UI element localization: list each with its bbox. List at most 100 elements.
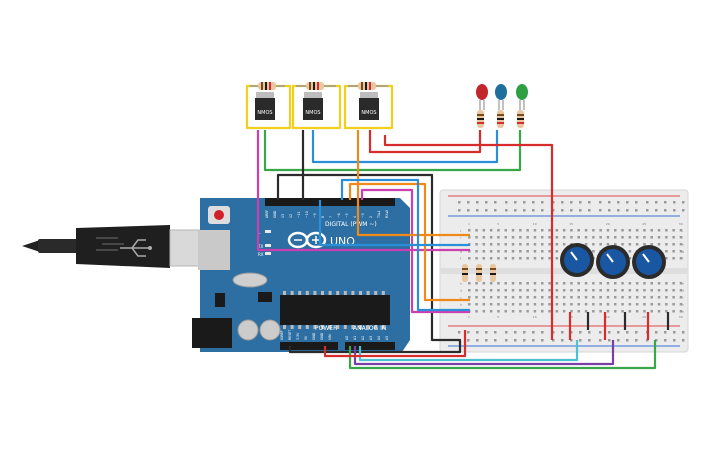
- led-resistor-blue[interactable]: [497, 110, 504, 128]
- wire-magenta-signal[interactable]: [360, 188, 470, 314]
- potentiometer-3[interactable]: [632, 245, 666, 279]
- bb-hole: [657, 229, 661, 232]
- bb-hole: [614, 289, 617, 292]
- bb-hole: [519, 229, 522, 232]
- potentiometer-2[interactable]: [596, 245, 630, 279]
- chip-pin: [321, 325, 324, 329]
- bb-resistor-1[interactable]: [462, 264, 468, 282]
- wire-blue-gate[interactable]: [318, 200, 470, 247]
- rail-hole: [617, 209, 620, 212]
- rail-hole: [541, 331, 544, 334]
- chip-pin: [298, 291, 302, 295]
- column-number: 30: [679, 315, 683, 319]
- rail-hole: [494, 209, 497, 212]
- rail-hole: [626, 209, 629, 212]
- bb-resistor-3[interactable]: [490, 264, 496, 282]
- wire-orange-signal[interactable]: [348, 182, 470, 302]
- rail-hole: [458, 201, 461, 204]
- wire-blue-signal[interactable]: [340, 178, 470, 312]
- rail-hole: [664, 209, 667, 212]
- wire-red-mosfet-led[interactable]: [368, 130, 482, 154]
- led-resistor-red[interactable]: [477, 110, 484, 128]
- rail-hole: [570, 201, 573, 204]
- bb-hole: [628, 282, 632, 285]
- gate-resistor-3[interactable]: [348, 82, 388, 90]
- bb-resistor-2[interactable]: [476, 264, 482, 282]
- mosfet-1[interactable]: NMOS: [255, 92, 275, 120]
- bb-hole: [657, 303, 661, 306]
- rail-hole: [476, 331, 479, 334]
- rail-hole: [626, 201, 629, 204]
- gate-resistor-1[interactable]: [250, 82, 285, 90]
- led-resistors: [477, 110, 524, 128]
- bb-hole: [679, 243, 683, 246]
- chip-pin: [336, 325, 340, 329]
- mosfet-3[interactable]: NMOS: [359, 92, 379, 120]
- bb-hole: [599, 229, 602, 232]
- bb-hole: [489, 257, 493, 260]
- wire-red-5v[interactable]: [323, 330, 467, 358]
- pin-label: 12: [289, 214, 293, 218]
- bb-hole: [592, 250, 595, 253]
- pin-label: 7: [329, 216, 333, 218]
- bb-hole: [526, 289, 529, 292]
- bb-hole: [679, 282, 683, 285]
- reset-button-cap[interactable]: [214, 210, 224, 220]
- bb-hole: [672, 236, 675, 239]
- pin-label: TX▸1: [377, 210, 381, 219]
- bb-hole: [657, 310, 661, 313]
- gate-resistor-2[interactable]: [296, 82, 336, 90]
- led-green[interactable]: [516, 84, 528, 110]
- rail-hole: [673, 339, 676, 342]
- bb-hole: [679, 296, 683, 299]
- bb-hole: [489, 289, 493, 292]
- wire-cyan-a0[interactable]: [358, 340, 579, 362]
- wire-red-supply[interactable]: [383, 135, 554, 340]
- chip-pin: [374, 325, 378, 329]
- pin-label: ~6: [337, 213, 341, 218]
- wire-green-mosfet-led[interactable]: [263, 130, 522, 172]
- bb-hole: [541, 296, 544, 299]
- bb-hole: [475, 296, 478, 299]
- bb-hole: [562, 236, 566, 239]
- bb-hole: [592, 236, 595, 239]
- bb-hole: [482, 303, 486, 306]
- pin-label: ~5: [345, 213, 349, 218]
- pin-label: A4: [377, 336, 381, 340]
- capacitor-left: [237, 319, 259, 341]
- column-number: 10: [533, 315, 537, 319]
- bb-hole: [504, 250, 507, 253]
- analog-header[interactable]: [345, 342, 395, 350]
- bb-hole: [533, 310, 537, 313]
- wire-orange-gate[interactable]: [356, 130, 470, 237]
- bb-hole: [614, 229, 617, 232]
- led-red[interactable]: [476, 84, 488, 110]
- power-header[interactable]: [280, 342, 338, 350]
- atmega-chip: [280, 295, 390, 325]
- rail-hole: [664, 201, 667, 204]
- row-letter: f: [682, 257, 684, 261]
- pin-label: ~9: [313, 213, 317, 218]
- bb-hole: [533, 296, 537, 299]
- bb-hole: [555, 250, 559, 253]
- rail-hole: [664, 339, 667, 342]
- led-blue[interactable]: [495, 84, 507, 110]
- potentiometer-1[interactable]: [560, 243, 594, 277]
- rail-hole: [599, 209, 602, 212]
- digital-header[interactable]: [265, 198, 395, 206]
- bb-hole: [635, 310, 639, 313]
- rail-hole: [646, 339, 649, 342]
- bb-hole: [570, 310, 573, 313]
- mosfet-2[interactable]: NMOS: [303, 92, 323, 120]
- usb-cable[interactable]: [22, 225, 213, 268]
- bb-hole: [592, 303, 595, 306]
- chip-pin: [351, 325, 355, 329]
- led-resistor-green[interactable]: [517, 110, 524, 128]
- rail-hole: [646, 209, 649, 212]
- breadboard-resistors: [462, 264, 496, 282]
- bb-hole: [562, 229, 566, 232]
- rail-hole: [552, 339, 555, 342]
